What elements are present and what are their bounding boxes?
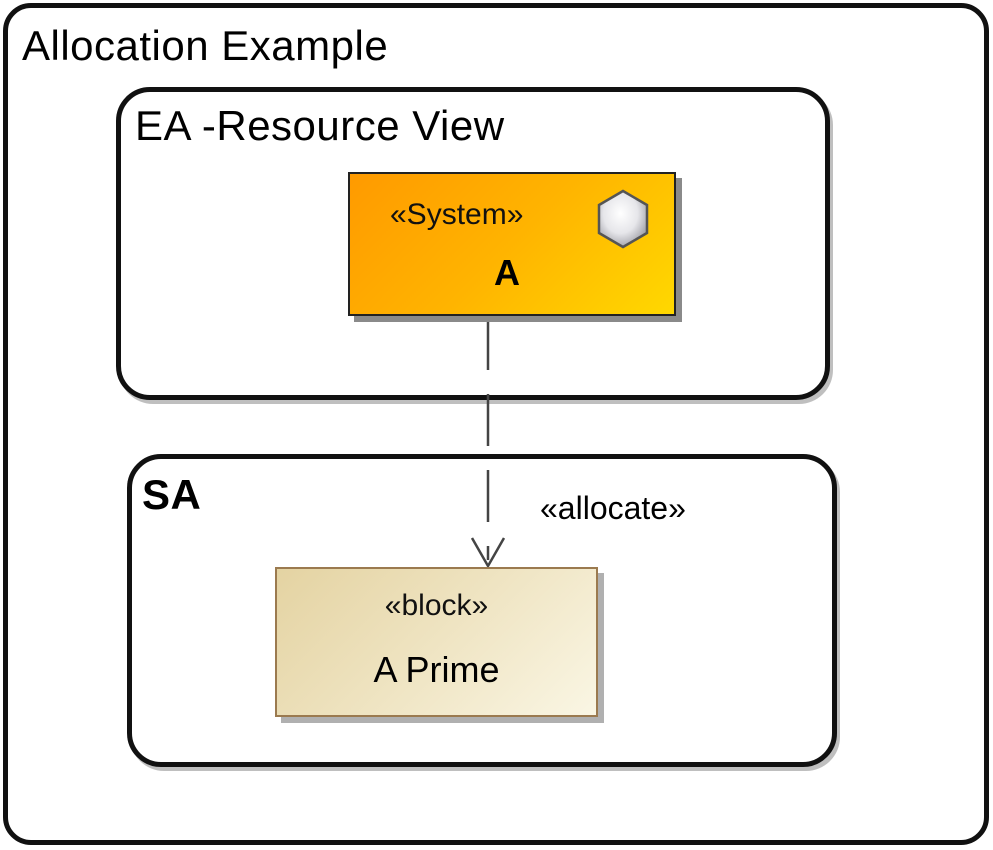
hexagon-icon: [597, 189, 649, 249]
system-stereotype: «System»: [390, 198, 524, 231]
block-node-a-prime[interactable]: «block» A Prime: [275, 567, 598, 717]
block-name: A Prime: [373, 649, 500, 690]
block-stereotype: «block»: [384, 589, 489, 622]
allocate-label: «allocate»: [540, 490, 686, 526]
region-title-sa: SA: [142, 471, 202, 518]
region-title-ea: EA -Resource View: [135, 102, 505, 149]
system-node-a[interactable]: «System» A: [348, 172, 676, 316]
frame-title: Allocation Example: [22, 22, 389, 69]
system-name: A: [494, 252, 520, 293]
